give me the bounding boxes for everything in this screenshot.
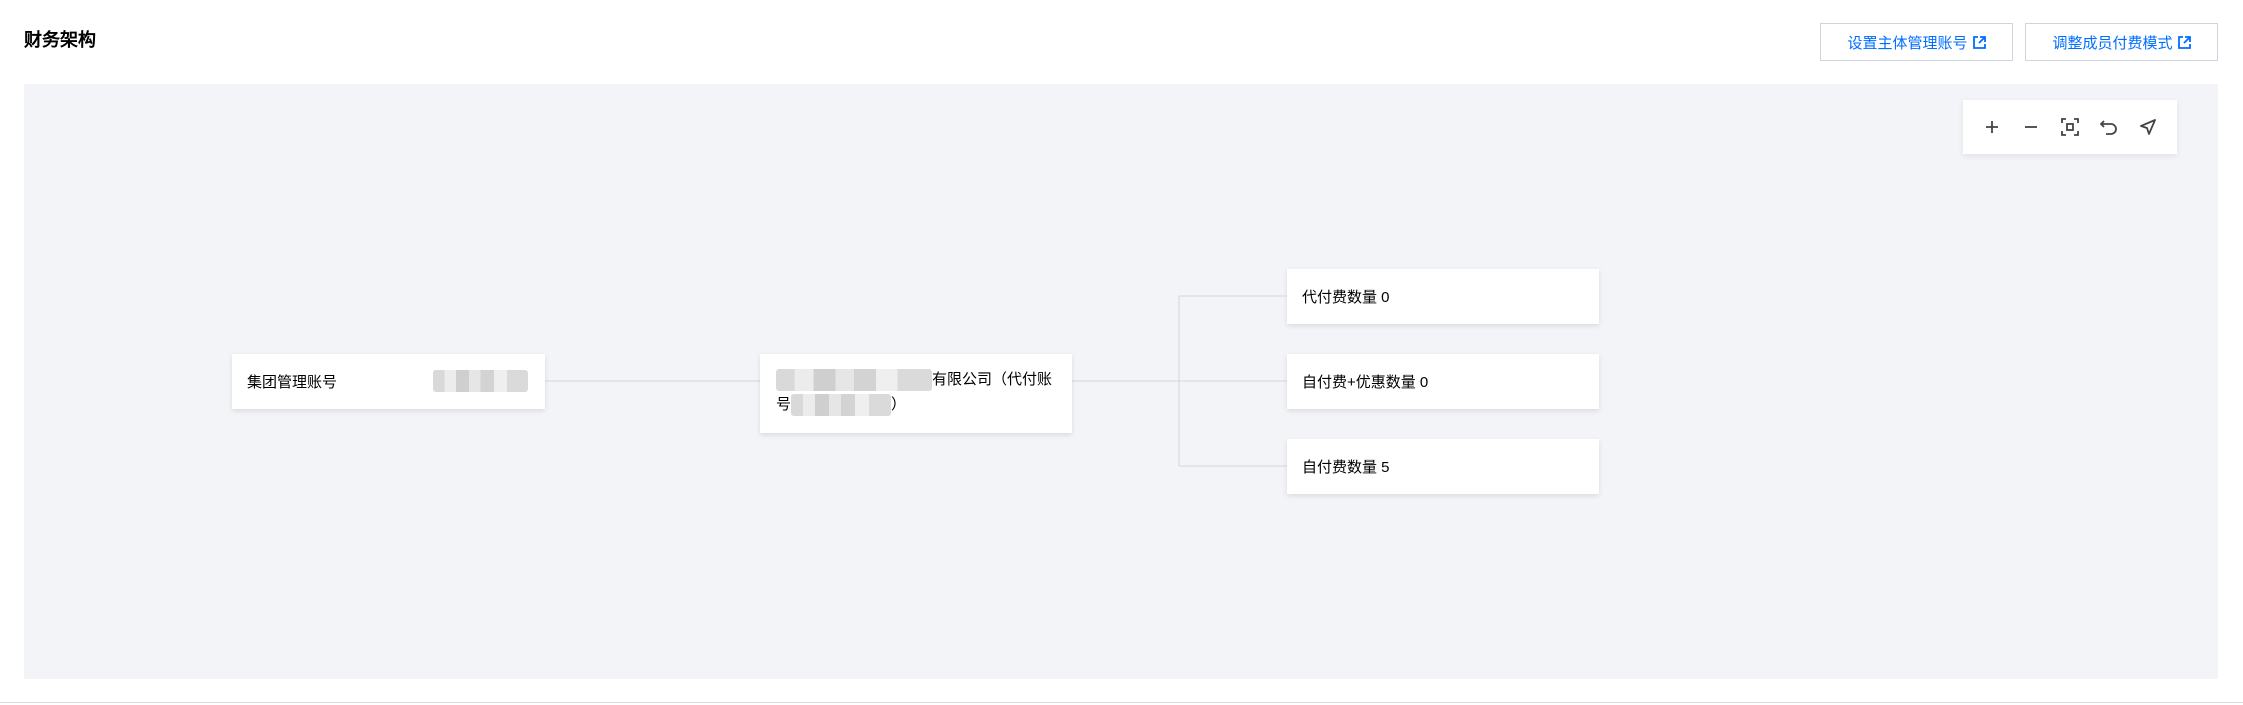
fit-view-button[interactable] [2057, 114, 2083, 140]
set-main-admin-account-label: 设置主体管理账号 [1847, 34, 1968, 52]
locate-button[interactable] [2135, 114, 2161, 140]
canvas-toolbar [1963, 100, 2177, 154]
company-node-line2: 号） [776, 392, 1056, 417]
redacted-account-id [433, 370, 528, 392]
company-node[interactable]: 有限公司（代付账 号） [760, 354, 1072, 433]
root-node-label: 集团管理账号 [247, 374, 338, 391]
leaf-node-self-pay-count[interactable]: 自付费数量 5 [1287, 439, 1599, 494]
leaf-node-label: 代付费数量 0 [1302, 289, 1390, 306]
zoom-out-button[interactable] [2018, 114, 2044, 140]
adjust-member-payment-mode-button[interactable]: 调整成员付费模式 [2025, 23, 2218, 61]
leaf-node-self-pay-discount-count[interactable]: 自付费+优惠数量 0 [1287, 354, 1599, 409]
undo-button[interactable] [2096, 114, 2122, 140]
page-bottom-border [0, 702, 2243, 703]
navigation-arrow-icon [2139, 119, 2156, 135]
adjust-member-payment-mode-label: 调整成员付费模式 [2052, 34, 2173, 52]
undo-icon [2099, 120, 2117, 135]
leaf-node-agent-payment-count[interactable]: 代付费数量 0 [1287, 269, 1599, 324]
leaf-node-label: 自付费+优惠数量 0 [1302, 374, 1429, 391]
fit-view-icon [2061, 118, 2079, 136]
set-main-admin-account-button[interactable]: 设置主体管理账号 [1820, 23, 2013, 61]
external-link-icon [2177, 35, 2191, 49]
external-link-icon [1972, 35, 1986, 49]
company-node-account-suffix: ） [891, 396, 907, 413]
minus-icon [2025, 126, 2038, 128]
company-node-text: 有限公司（代付账 [932, 371, 1053, 388]
redacted-company-name [776, 369, 932, 392]
page-title: 财务架构 [24, 30, 96, 50]
company-node-line1: 有限公司（代付账 [776, 367, 1056, 392]
plus-icon [1986, 121, 1999, 133]
zoom-in-button[interactable] [1979, 114, 2005, 140]
company-node-account-prefix: 号 [776, 396, 792, 413]
redacted-account-id [791, 394, 892, 417]
root-node-group-admin-account[interactable]: 集团管理账号 [232, 354, 545, 409]
leaf-node-label: 自付费数量 5 [1302, 459, 1390, 476]
